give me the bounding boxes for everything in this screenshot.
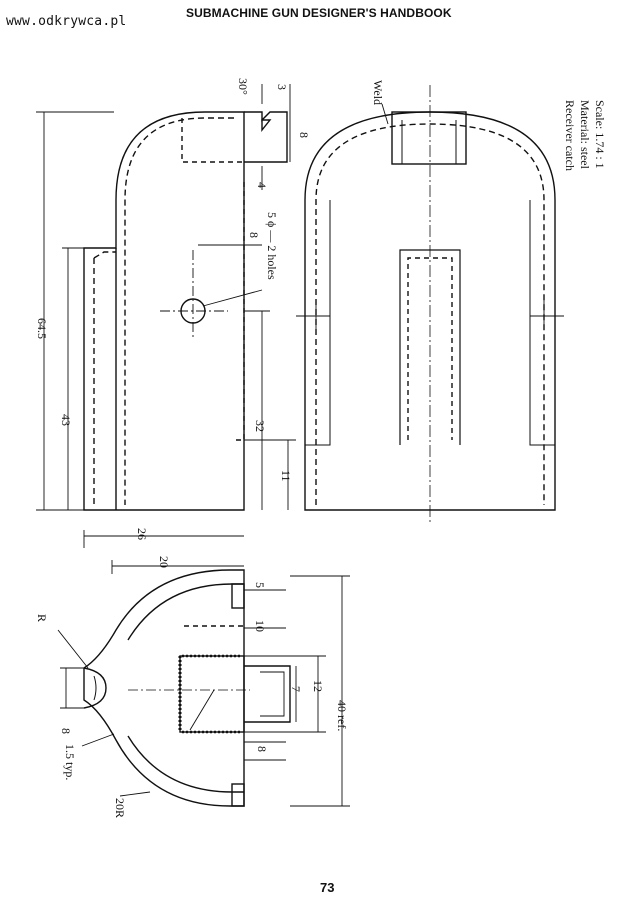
note-material: Material: steel — [578, 100, 592, 170]
end-view-dimensions: 26 20 5 10 12 7 40 ref. 8 8 R 1.5 typ. 2… — [35, 528, 349, 818]
dim-4: 4 — [255, 182, 269, 188]
dim-26: 26 — [135, 528, 149, 540]
weld-label: Weld — [371, 80, 385, 105]
dim-11: 11 — [279, 470, 293, 482]
dim-32: 32 — [253, 420, 267, 432]
dim-8-end: 8 — [255, 746, 269, 752]
dim-12: 12 — [311, 680, 325, 692]
radius-label: R — [35, 614, 49, 622]
dim-8-top: 8 — [297, 132, 311, 138]
side-view — [36, 84, 296, 511]
note-scale: Scale: 1.74 : 1 — [593, 100, 607, 169]
page-number: 73 — [320, 880, 335, 895]
radius-20r: 20R — [113, 798, 127, 818]
dim-40-ref: 40 ref. — [335, 700, 349, 731]
dim-8-hole: 8 — [247, 232, 261, 238]
dim-angle: 30° — [236, 78, 250, 95]
dim-20: 20 — [157, 556, 171, 568]
holes-callout: 5 ϕ — 2 holes — [265, 212, 279, 280]
side-view-dimensions: 30° 3 8 4 8 5 ϕ — 2 holes 32 11 43 64.5 — [35, 78, 311, 482]
dim-64-5: 64.5 — [35, 318, 49, 339]
dim-5: 5 — [253, 582, 267, 588]
thickness-typ: 1.5 typ. — [63, 744, 77, 780]
end-view — [57, 530, 350, 807]
note-part: Receiver catch — [563, 100, 577, 171]
dim-10: 10 — [253, 620, 267, 632]
running-header: SUBMACHINE GUN DESIGNER'S HANDBOOK — [186, 6, 452, 20]
watermark-url: www.odkrywca.pl — [6, 14, 127, 29]
notes: Weld Receiver catch Material: steel Scal… — [371, 80, 607, 171]
dim-7: 7 — [289, 686, 303, 692]
dim-43: 43 — [59, 414, 73, 426]
dim-8-notch: 8 — [59, 728, 73, 734]
dim-3: 3 — [275, 84, 289, 90]
front-view — [296, 85, 564, 525]
